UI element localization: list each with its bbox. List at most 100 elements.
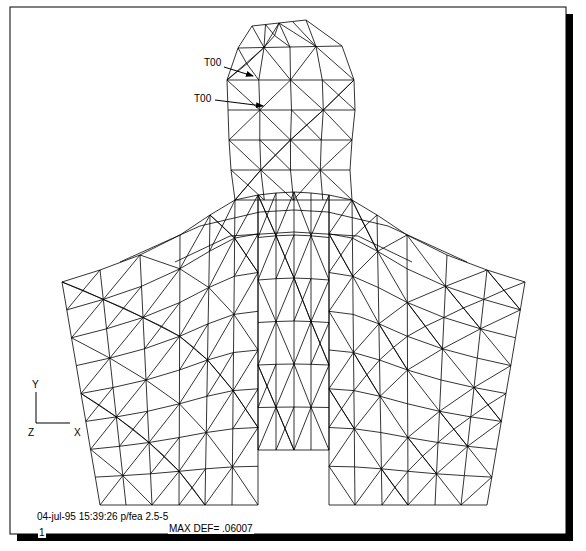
fe-mesh (62, 20, 525, 505)
mesh-edge (481, 329, 511, 366)
mesh-edge (260, 210, 294, 212)
mesh-edge (261, 170, 265, 200)
mesh-edge (180, 348, 194, 371)
mesh-edge (311, 280, 329, 322)
mesh-edge (487, 270, 525, 282)
mesh-edge (487, 270, 520, 310)
mesh-edge (294, 278, 311, 322)
mesh-edge (481, 329, 516, 338)
mesh-edge (352, 110, 355, 140)
mesh-edge (355, 469, 381, 505)
mesh-edge (235, 238, 247, 255)
mesh-edge (329, 234, 341, 255)
mesh-edge (205, 433, 207, 469)
mesh-edge (353, 276, 379, 324)
mesh-edge (146, 336, 180, 380)
mesh-edge (123, 474, 151, 476)
axis-triad (36, 392, 70, 423)
mesh-edge (179, 505, 205, 506)
mesh-edge (290, 46, 316, 48)
mesh-edge (454, 429, 468, 446)
mesh-edge (179, 469, 206, 472)
mesh-edge (446, 286, 464, 308)
mesh-edge (238, 47, 264, 49)
mesh-edge (329, 389, 354, 429)
mesh-edge (294, 300, 303, 321)
mesh-edge (258, 193, 276, 195)
mesh-edge (235, 195, 258, 238)
mesh-edge (382, 505, 408, 506)
mesh-edge (267, 193, 276, 215)
mesh-edge (381, 469, 408, 505)
mesh-edge (443, 349, 478, 358)
mesh-edge (320, 170, 323, 200)
mesh-edge (258, 322, 276, 366)
mesh-edge (408, 411, 440, 437)
mesh-edge (407, 235, 447, 255)
mesh-edge (329, 311, 354, 352)
mesh-edge (367, 360, 380, 375)
mesh-edge (437, 474, 465, 476)
mesh-edge (62, 282, 67, 310)
mesh-edge (143, 318, 162, 327)
mesh-edge (316, 46, 342, 48)
mesh-edge (222, 200, 235, 226)
mesh-edge (311, 322, 312, 365)
mesh-edge (67, 290, 83, 310)
mesh-edge (291, 47, 317, 81)
mesh-edge (354, 353, 381, 397)
mesh-edge (258, 407, 276, 450)
mesh-edge (477, 329, 480, 358)
mesh-edge (408, 370, 442, 380)
mesh-edge (323, 110, 355, 111)
mesh-edge (407, 235, 446, 286)
mesh-edge (99, 405, 116, 417)
mesh-edge (380, 348, 394, 361)
mesh-edge (146, 380, 179, 404)
mesh-edge (320, 170, 352, 200)
mesh-edge (378, 235, 407, 251)
mesh-edge (179, 471, 192, 487)
mesh-edge (353, 276, 379, 287)
mesh-edge (220, 375, 233, 391)
mesh-edge (423, 456, 437, 474)
mesh-edge (258, 195, 259, 238)
mesh-edge (83, 290, 103, 299)
mesh-edge (86, 417, 117, 422)
mesh-edge (95, 477, 100, 505)
mesh-edge (484, 270, 487, 299)
mesh-edge (329, 234, 353, 276)
mesh-edge (231, 170, 235, 200)
mesh-edge (264, 25, 266, 48)
mesh-edge (506, 366, 511, 394)
mesh-edge (76, 366, 81, 394)
mesh-edge (464, 476, 492, 478)
mesh-edge (279, 22, 293, 24)
mesh-edge (294, 407, 295, 450)
mesh-edge (259, 80, 291, 81)
mesh-edge (261, 140, 291, 170)
mesh-edge (329, 255, 341, 272)
mesh-edge (293, 20, 307, 22)
mesh-edge (323, 80, 354, 110)
mesh-edge (205, 469, 207, 505)
mesh-edge (142, 286, 144, 317)
mesh-edge (294, 278, 295, 321)
mesh-edge (320, 170, 350, 171)
mesh-edge (260, 110, 291, 140)
mesh-edge (208, 288, 210, 324)
mesh-edge (329, 311, 353, 314)
mesh-edge (378, 324, 380, 360)
mesh-edge (441, 349, 443, 380)
mesh-edge (311, 365, 329, 407)
mesh-edge (267, 386, 276, 407)
mesh-edge (206, 360, 208, 396)
mesh-edge (120, 429, 134, 446)
mesh-edge (367, 375, 380, 397)
mesh-edge (227, 80, 259, 81)
mesh-edge (233, 409, 246, 429)
mesh-edge (275, 140, 290, 155)
plot-note: 04-jul-95 15:39:26 p/fea 2.5-5 (36, 511, 169, 522)
mesh-edge (258, 322, 276, 323)
mesh-edge (229, 110, 260, 140)
